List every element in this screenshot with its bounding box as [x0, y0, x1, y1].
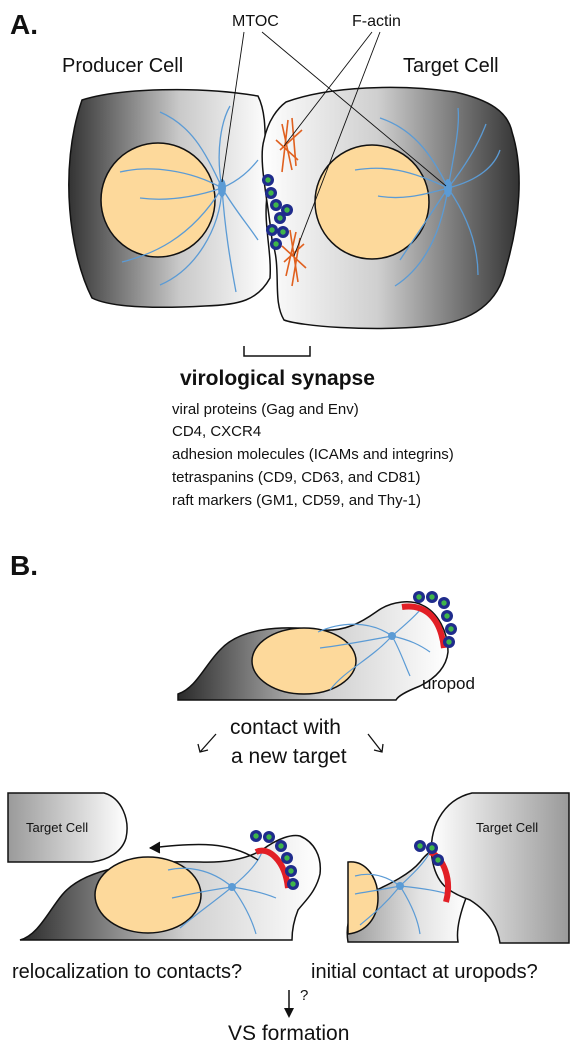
- target-cell-left-label: Target Cell: [26, 820, 88, 835]
- synapse-title: virological synapse: [180, 367, 375, 390]
- vs-formation-label: VS formation: [228, 1022, 349, 1045]
- producer-left-mtoc: [228, 883, 236, 891]
- producer-right-microtubules: [354, 851, 449, 935]
- component-item: tetraspanins (CD9, CD63, and CD81): [172, 469, 420, 486]
- label-leader-lines: [221, 31, 447, 257]
- producer-right-uropod-cap: [428, 849, 451, 903]
- component-item: adhesion molecules (ICAMs and integrins): [172, 446, 454, 463]
- target-cell-label: Target Cell: [403, 55, 499, 77]
- migrating-mtoc: [388, 632, 396, 640]
- relocalization-arrowhead: [148, 841, 161, 854]
- migrating-nucleus: [251, 627, 357, 695]
- synapse-components-list: viral proteins (Gag and Env) CD4, CXCR4 …: [172, 401, 454, 509]
- mtoc-label: MTOC: [232, 13, 279, 30]
- target-mtoc: [444, 179, 452, 197]
- initial-contact-label: initial contact at uropods?: [311, 961, 538, 983]
- producer-right-mtoc: [396, 882, 404, 890]
- target-microtubules: [354, 107, 501, 287]
- uropod-cap: [401, 603, 447, 649]
- component-item: CD4, CXCR4: [172, 423, 261, 440]
- question-mark: ?: [300, 987, 308, 1004]
- migrating-microtubules: [317, 609, 431, 691]
- panel-b-letter: B.: [10, 550, 38, 581]
- relocalization-arrow: [149, 843, 259, 861]
- target-cell-right: [430, 792, 570, 944]
- synapse-bracket: [243, 346, 311, 357]
- panel-a-letter: A.: [10, 9, 38, 40]
- contact-text-line1: contact with: [230, 716, 341, 739]
- producer-left-microtubules: [167, 851, 277, 935]
- uropod-label: uropod: [422, 674, 475, 693]
- relocalization-label: relocalization to contacts?: [12, 961, 242, 983]
- producer-left-uropod-cap: [254, 847, 291, 889]
- contact-text-line2: a new target: [231, 745, 347, 768]
- producer-mtoc: [218, 179, 226, 197]
- producer-cell-label: Producer Cell: [62, 55, 183, 77]
- target-cell-right-label: Target Cell: [476, 820, 538, 835]
- producer-nucleus: [100, 142, 216, 258]
- producer-microtubules: [119, 105, 259, 293]
- component-item: viral proteins (Gag and Env): [172, 401, 359, 418]
- component-item: raft markers (GM1, CD59, and Thy-1): [172, 492, 421, 509]
- split-arrows: [197, 733, 384, 753]
- down-arrowhead: [284, 1008, 294, 1018]
- f-actin-label: F-actin: [352, 13, 401, 30]
- producer-left-nucleus: [94, 856, 202, 934]
- target-cell-left: [7, 792, 128, 863]
